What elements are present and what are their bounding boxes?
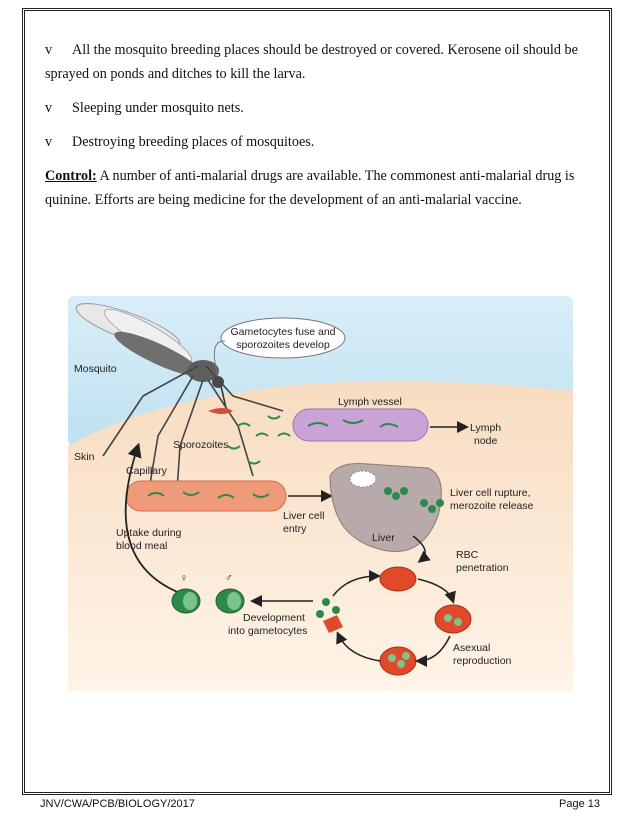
bullet-text: Destroying breeding places of mosquitoes… [72,134,315,150]
uptake-label-line1: Uptake during [116,527,182,539]
rbc-label-line2: penetration [456,562,509,574]
gametocytes-fuse-label: Gametocytes fuse and [230,326,335,338]
control-label: Control: [45,168,97,184]
development-label-line1: Development [243,612,305,624]
bullet-text: Sleeping under mosquito nets. [72,100,244,116]
gametocyte-cells [171,588,245,614]
capillary [125,480,287,512]
cycle-arrow-3 [336,631,381,662]
liver-label: Liver [372,532,395,544]
sporozoites-develop-label: sporozoites develop [236,339,330,351]
liver-cell-entry-line1: Liver cell [283,510,324,522]
control-text: A number of anti-malarial drugs are avai… [45,168,575,208]
hepatocyte [349,470,377,488]
skin-label: Skin [74,451,95,463]
footer-page-number: Page 13 [559,798,600,810]
lymph-node-label-line2: node [474,435,498,447]
lymph-vessel [292,408,429,442]
bite-site [208,408,233,414]
lymph-node-label-line1: Lymph [470,422,501,434]
page-border [22,8,612,795]
rbc-entry-arrow [412,535,431,563]
lymph-vessel-label: Lymph vessel [338,396,402,408]
bullet-text: All the mosquito breeding places should … [45,42,578,82]
uptake-arrow [124,442,189,597]
bullet-marker: v [45,100,53,116]
sporozoite-squiggles [227,415,291,465]
control-paragraph: Control: A number of anti-malarial drugs… [45,164,585,212]
rbc-label-line1: RBC [456,549,479,561]
bullet-item: v Sleeping under mosquito nets. [45,96,585,120]
bullet-marker: v [45,134,53,150]
asexual-label-line2: reproduction [453,655,512,667]
malaria-life-cycle-figure: Gametocytes fuse and sporozoites develop… [68,296,573,691]
cycle-arrow-1 [417,578,456,604]
cycle-arrow-4 [332,570,381,597]
liver-rupture-line1: Liver cell rupture, [450,487,531,499]
footer-document-code: JNV/CWA/PCB/BIOLOGY/2017 [40,798,195,810]
mosquito-illustration [75,303,284,507]
mosquito-label: Mosquito [74,363,117,375]
bullet-marker: v [45,42,53,58]
rbc-cycle [316,566,472,676]
asexual-label-line1: Asexual [453,642,490,654]
gametocytes-bubble [220,317,346,359]
female-symbol: ♀ [180,572,188,584]
sporozoites-label: Sporozoites [173,439,228,451]
liver-cell-entry-line2: entry [283,523,307,535]
liver-merozoites [384,487,444,513]
liver-rupture-line2: merozoite release [450,500,534,512]
capillary-label: Capillary [126,465,168,477]
male-symbol: ♂ [225,572,233,584]
cycle-arrow-2 [415,635,451,667]
development-label-line2: into gametocytes [228,625,307,637]
bubble-pointer [213,340,226,377]
uptake-label-line2: blood meal [116,540,167,552]
bullet-item: v Destroying breeding places of mosquitoe… [45,130,585,154]
